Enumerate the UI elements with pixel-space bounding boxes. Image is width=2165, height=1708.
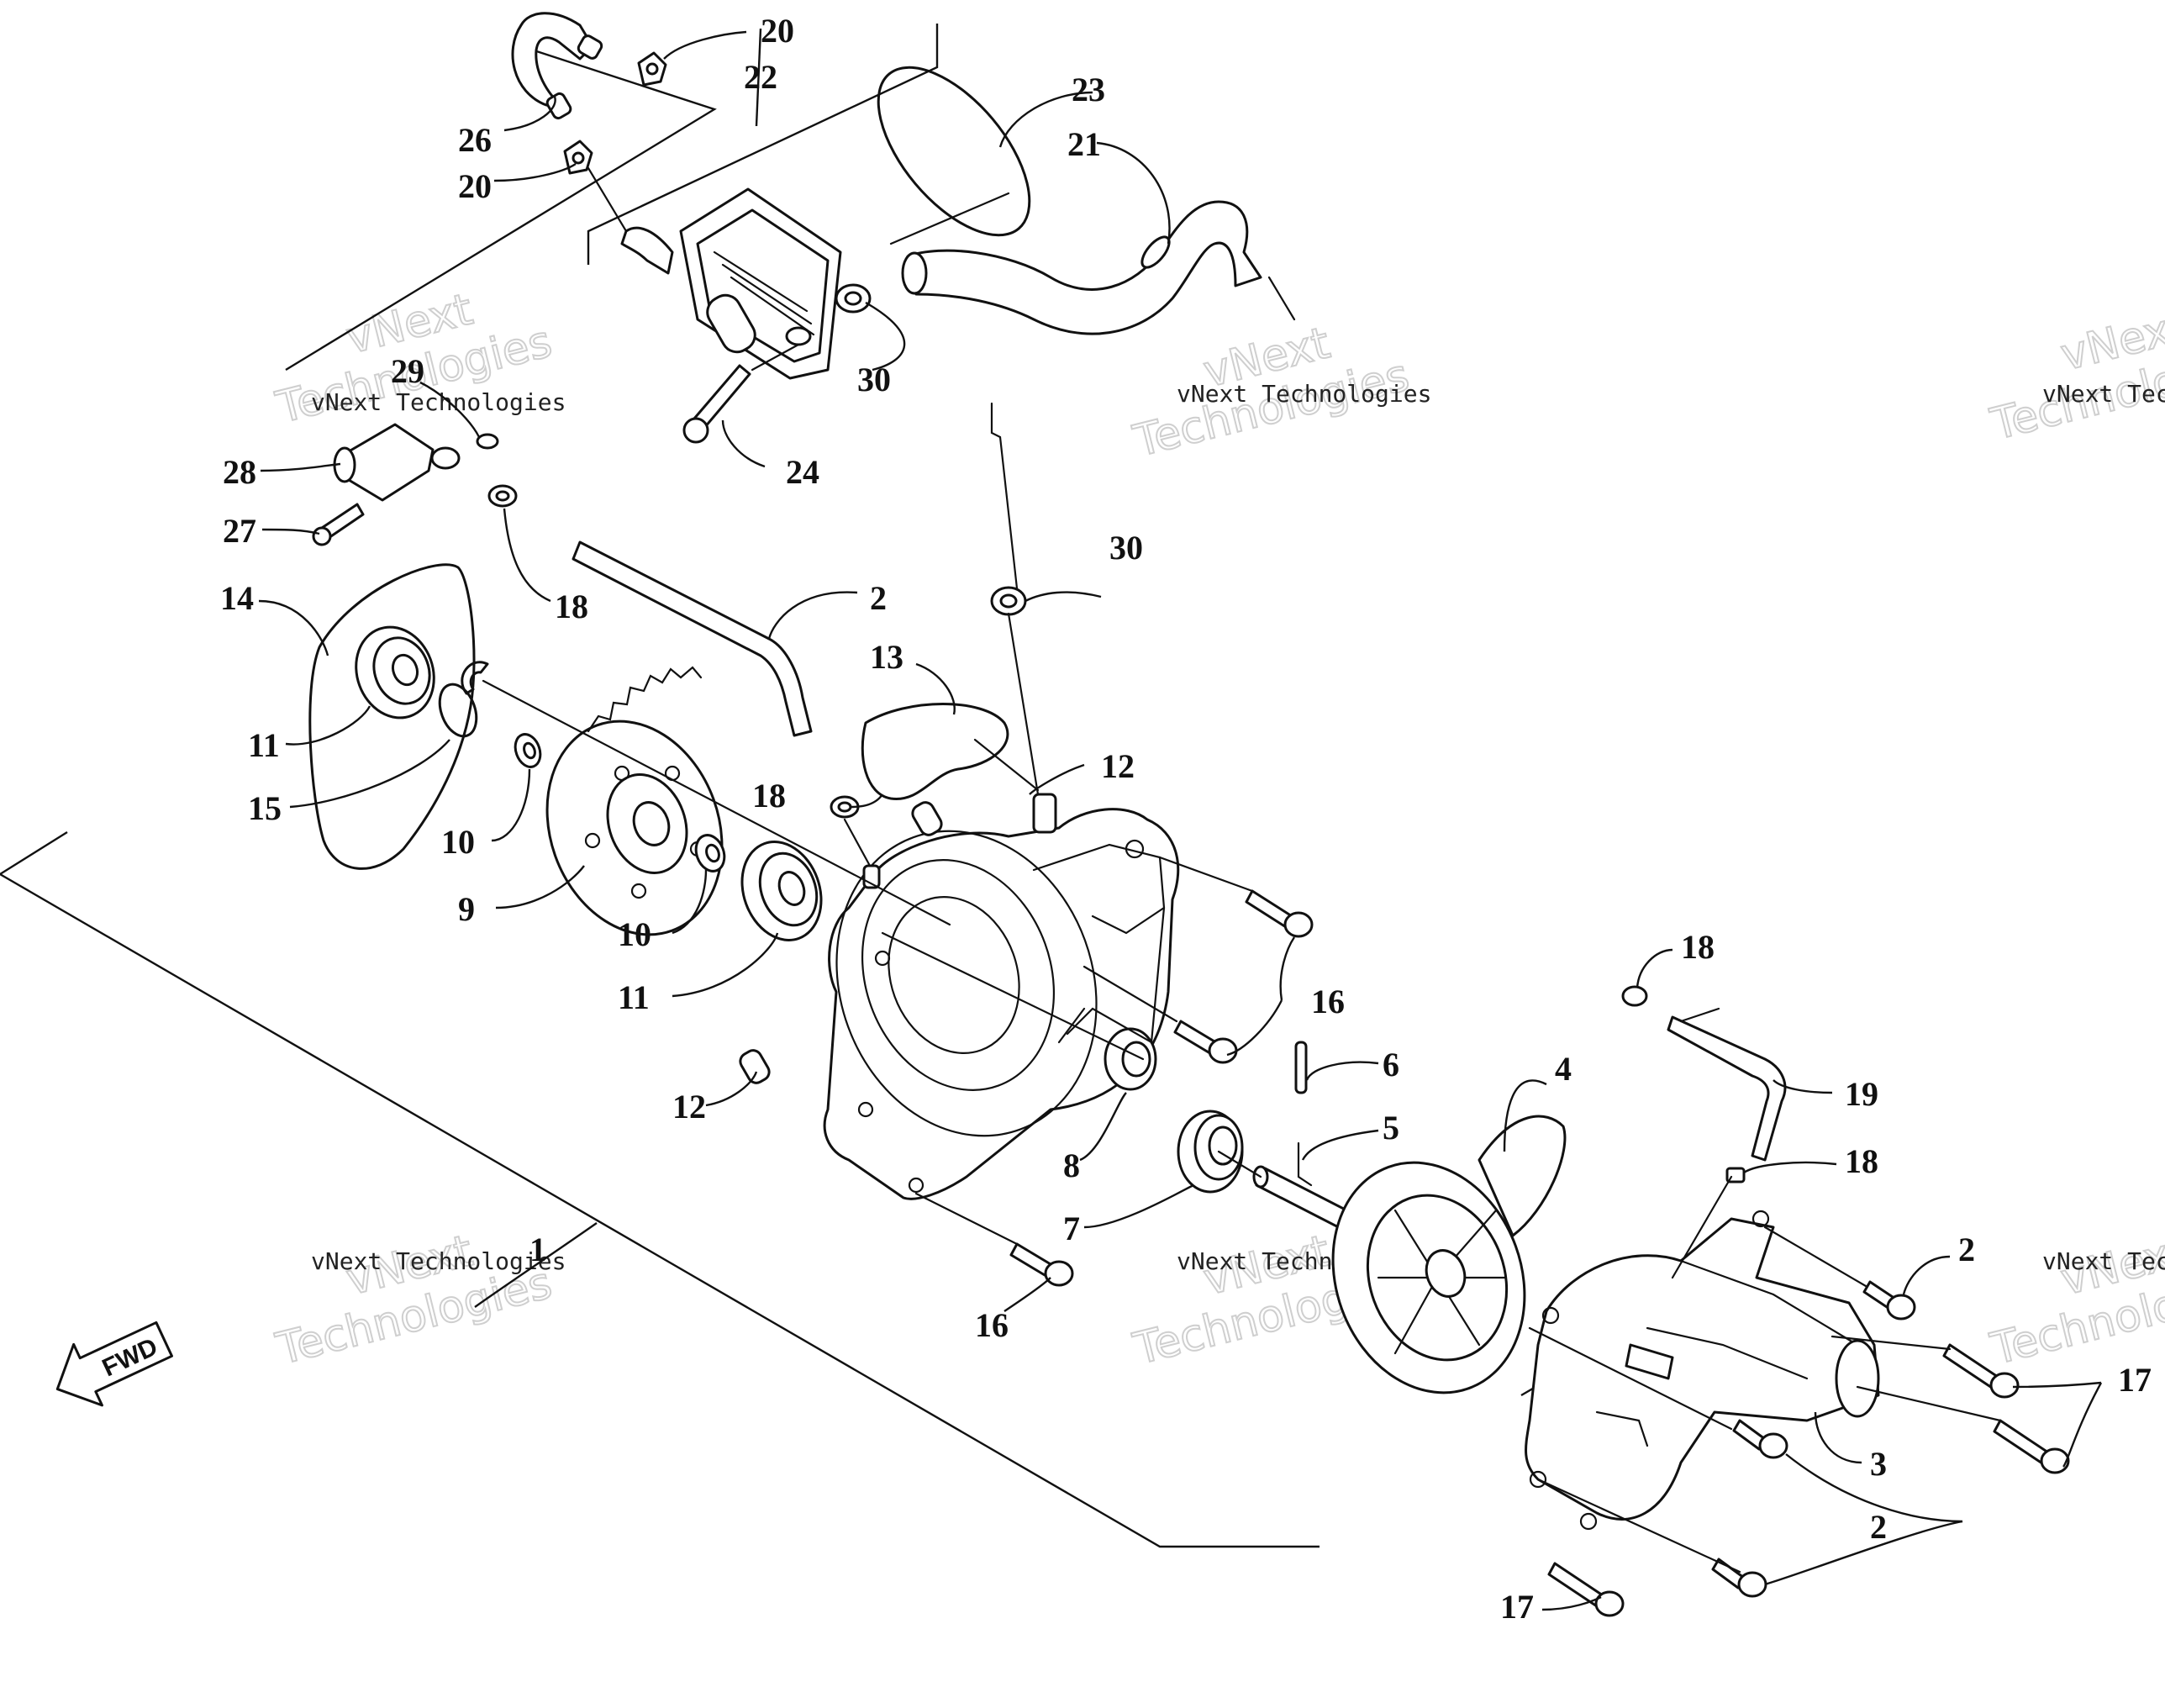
callout-3: 3	[1870, 1445, 1887, 1483]
callout-2-bottom: 2	[1870, 1508, 1887, 1546]
watermark: vNext Technologies	[1985, 1225, 2165, 1376]
bolt-16-b	[1173, 1020, 1238, 1064]
housing-1	[823, 793, 1180, 1200]
callout-18-right-top: 18	[1681, 928, 1715, 966]
clamp-30-a	[835, 283, 872, 314]
pump-housing-3	[1525, 1210, 1880, 1531]
callout-5: 5	[1383, 1109, 1399, 1147]
callout-4: 4	[1555, 1050, 1572, 1088]
fwd-arrow: FWD	[55, 1321, 173, 1407]
callout-24: 24	[786, 453, 819, 491]
impeller-4	[1331, 1115, 1567, 1394]
callout-6: 6	[1383, 1046, 1399, 1083]
watermark-text: vNext Technologies	[1177, 380, 1431, 408]
callout-17-right: 17	[2118, 1361, 2152, 1399]
hose-19	[1667, 1015, 1787, 1162]
callout-22: 22	[744, 58, 777, 96]
oil-cooler	[620, 187, 842, 380]
bolt-2-b	[1732, 1419, 1788, 1459]
bearing-11-a	[355, 625, 435, 720]
callout-23: 23	[1072, 71, 1105, 108]
callout-2-right: 2	[1958, 1231, 1975, 1268]
bolt-17-b	[1993, 1419, 2070, 1474]
seal-8	[1104, 1027, 1157, 1091]
callout-7: 7	[1063, 1210, 1080, 1247]
callout-27: 28	[223, 453, 256, 491]
group-bracket-lines	[0, 24, 1574, 1548]
callout-18-mid: 18	[752, 777, 786, 814]
bolt-16-c	[1009, 1242, 1074, 1287]
o-ring-28	[476, 433, 499, 450]
hose-21	[901, 200, 1262, 335]
bolt-17-c	[1547, 1562, 1625, 1617]
watermark: vNext Technologies	[1985, 300, 2165, 451]
fitting-27	[333, 423, 461, 502]
bearing-11-b	[740, 841, 823, 941]
callout-1: 1	[529, 1231, 546, 1268]
dowel-pin-12-b	[739, 1049, 771, 1084]
callout-leaders	[258, 30, 2103, 1611]
clamp-20-a	[637, 51, 667, 87]
hose-upper-small	[511, 12, 603, 120]
cover-plate-14	[308, 563, 476, 870]
callout-25: 26	[458, 121, 492, 159]
watermark-text: vNext Technologies	[2042, 380, 2165, 408]
callout-28: 29	[391, 352, 424, 390]
callout-10-lower: 10	[618, 915, 651, 953]
callout-labels: 20 22 26 20 23 21 30 24 29 28 27 18 2 13…	[220, 12, 2152, 1626]
callout-8: 8	[1063, 1147, 1080, 1184]
clamp-18-c	[1621, 985, 1648, 1007]
watermark-group: vNext Technologies vNext Technologies vN…	[271, 283, 2165, 1376]
dowel-pin-12-a	[911, 801, 943, 836]
callout-14: 14	[220, 579, 254, 617]
pin-6	[1294, 1041, 1308, 1094]
callout-11-upper: 11	[248, 726, 280, 764]
callout-20-top: 20	[761, 12, 794, 50]
callout-12-lower: 12	[672, 1088, 706, 1125]
callout-12-upper: 12	[1101, 747, 1135, 785]
washer-10-b	[694, 834, 726, 872]
callout-20-bottom: 20	[458, 167, 492, 205]
clamp-18-a	[487, 484, 518, 508]
mechanical-seal-7	[1177, 1110, 1244, 1194]
callout-17-bottom: 17	[1500, 1588, 1534, 1626]
callout-29: 2	[870, 579, 887, 617]
callout-30-mid: 30	[1109, 529, 1143, 567]
clamp-30-b	[990, 586, 1027, 616]
bolt-16-a	[1245, 889, 1314, 938]
bolt-17-a	[1942, 1343, 2020, 1399]
callout-18-right-mid: 18	[1845, 1142, 1878, 1180]
callout-10-upper: 10	[441, 823, 475, 861]
clamp-20-b	[563, 140, 593, 175]
callout-9: 9	[458, 890, 475, 928]
tube-29	[572, 540, 813, 737]
callout-16-bottom: 16	[975, 1306, 1009, 1344]
watermark-text: vNext Technologies	[311, 1247, 566, 1275]
washer-10-a	[514, 733, 542, 768]
bolt-26	[312, 503, 365, 546]
clamp-18-b	[830, 795, 860, 819]
bolt-24	[682, 364, 751, 444]
gasket-13	[861, 703, 1009, 800]
callout-15: 15	[248, 789, 282, 827]
watermark: vNext Technologies	[271, 1225, 558, 1376]
watermark-text: vNext Technologies	[2042, 1247, 2165, 1275]
callout-16-right: 16	[1311, 983, 1345, 1020]
callout-18-upper-left: 18	[555, 588, 588, 625]
callout-21: 21	[1067, 125, 1101, 163]
callout-19: 19	[1845, 1075, 1878, 1113]
o-ring-23	[877, 66, 1031, 237]
bolt-2-c	[1711, 1558, 1767, 1598]
circlip-15	[438, 661, 489, 738]
axis-lines	[482, 166, 2002, 1574]
bolt-2-a	[1862, 1280, 1916, 1321]
callout-26: 27	[223, 512, 256, 550]
callout-30-top: 30	[857, 361, 891, 398]
callout-13: 13	[870, 638, 903, 676]
callout-11-lower: 11	[618, 978, 650, 1016]
